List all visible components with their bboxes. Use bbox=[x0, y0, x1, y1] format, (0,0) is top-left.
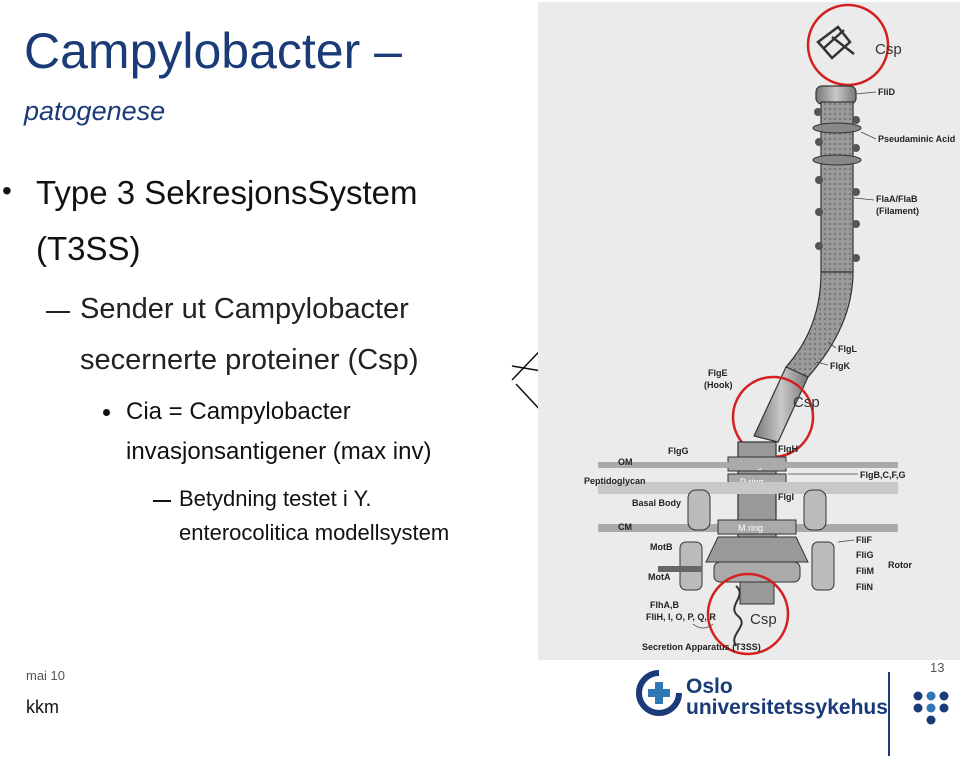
figure-label: FliG bbox=[856, 550, 874, 560]
figure-label: Secretion Apparatus (T3SS) bbox=[642, 642, 761, 652]
footer-divider bbox=[888, 672, 890, 756]
bullet-marker bbox=[103, 409, 110, 416]
dash-text: enterocolitica modellsystem bbox=[179, 520, 450, 545]
csp-protein-icon bbox=[816, 25, 855, 60]
figure-label: FliD bbox=[878, 87, 895, 97]
figure-label: Csp bbox=[793, 394, 820, 411]
figure-label: FlgH bbox=[778, 444, 798, 454]
figure-label: FlgG bbox=[668, 446, 689, 456]
slide-subtitle: patogenese bbox=[24, 96, 166, 126]
figure-label: Csp bbox=[875, 41, 902, 58]
hook bbox=[753, 366, 809, 443]
outer-membrane bbox=[598, 462, 898, 468]
bullet-text: Type 3 SekresjonsSystem bbox=[36, 174, 418, 211]
highlight-circle-bottom bbox=[706, 572, 790, 656]
figure-label: CM bbox=[618, 522, 632, 532]
bullet-text: Cia = Campylobacter bbox=[126, 398, 351, 425]
figure-label: Peptidoglycan bbox=[584, 476, 646, 486]
figure-label: Rotor bbox=[888, 560, 912, 570]
dot-grid-icon bbox=[913, 691, 949, 725]
csp-squiggle bbox=[733, 585, 743, 647]
bullet-marker: • bbox=[2, 175, 12, 206]
hospital-logo-icon bbox=[636, 670, 682, 716]
dash-marker bbox=[153, 500, 171, 502]
figure-label: FlgI bbox=[778, 492, 794, 502]
figure-label: (Hook) bbox=[704, 380, 733, 390]
slide-title: Campylobacter – bbox=[24, 23, 402, 79]
figure-label: M ring bbox=[738, 523, 763, 533]
page-number: 13 bbox=[930, 660, 945, 675]
figure-label: FlhA,B bbox=[650, 600, 679, 610]
bullet-text: invasjonsantigener (max inv) bbox=[126, 438, 432, 465]
highlight-circle-top bbox=[806, 3, 890, 87]
footer-author: kkm bbox=[26, 697, 59, 717]
bullet-text: (T3SS) bbox=[36, 230, 141, 267]
hospital-logo-text: Oslo universitetssykehus bbox=[686, 676, 888, 718]
rotor bbox=[705, 536, 809, 563]
flagellum-diagram: Csp Csp L ring P ring M ring Csp FliD bbox=[538, 2, 960, 660]
figure-label: OM bbox=[618, 457, 633, 467]
figure-label: Csp bbox=[750, 611, 777, 628]
figure-label: MotB bbox=[650, 542, 673, 552]
figure-label: FliM bbox=[856, 566, 874, 576]
figure-label: FliH, I, O, P, Q, R bbox=[646, 612, 716, 622]
logo-line-1: Oslo bbox=[686, 675, 733, 698]
dash-marker bbox=[46, 311, 70, 313]
figure-label: FlaA/FlaB bbox=[876, 194, 918, 204]
footer-date: mai 10 bbox=[26, 668, 66, 683]
figure-label: FliF bbox=[856, 535, 872, 545]
figure-label: FlgL bbox=[838, 344, 857, 354]
figure-label: FlgE bbox=[708, 368, 728, 378]
figure-label: MotA bbox=[648, 572, 671, 582]
dash-text: Sender ut Campylobacter bbox=[80, 293, 409, 325]
figure-label: Pseudaminic Acid bbox=[878, 134, 955, 144]
peptidoglycan-layer bbox=[598, 482, 898, 494]
logo-line-2: universitetssykehus bbox=[686, 696, 888, 719]
figure-label: (Filament) bbox=[876, 206, 919, 216]
dash-text: Betydning testet i Y. bbox=[179, 486, 372, 511]
dash-text: secernerte proteiner (Csp) bbox=[80, 344, 419, 376]
figure-label: Basal Body bbox=[632, 498, 681, 508]
figure-label: FlgK bbox=[830, 361, 850, 371]
figure-label: FliN bbox=[856, 582, 873, 592]
figure-label: FlgB,C,F,G bbox=[860, 470, 906, 480]
